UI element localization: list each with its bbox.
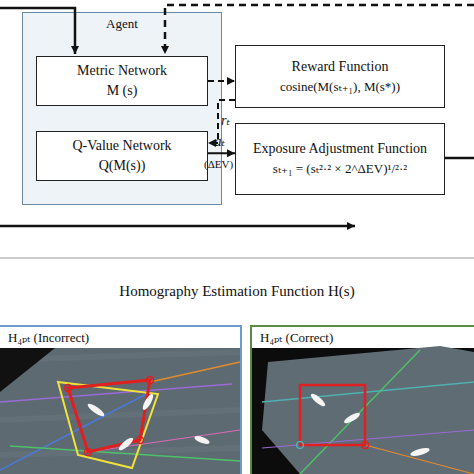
image-panel: H₄ₚₜ (Incorrect) (0, 325, 242, 474)
edge-label: aₜ (215, 134, 225, 149)
output-line (445, 157, 474, 160)
feedback-line (0, 225, 355, 228)
warped-image (262, 346, 474, 474)
boat (309, 392, 430, 458)
water-texture (0, 352, 240, 455)
process-box: Q-Value NetworkQ(M(s)) (36, 131, 208, 181)
function-box: Reward Function cosine(M(sₜ₊₁), M(s*)) (235, 45, 445, 108)
agent-group: AgentMetric NetworkM (s)Q-Value NetworkQ… (22, 12, 222, 205)
image-panel: H₄ₚₜ (Correct) (250, 325, 474, 474)
node-title: Exposure Adjustment Function (253, 141, 427, 158)
separator-line (0, 258, 474, 259)
node-formula: cosine(M(sₜ₊₁), M(s*)) (280, 79, 400, 95)
aerial-image (0, 348, 240, 474)
node-title: Agent (106, 16, 138, 32)
node-formula: Q(M(s)) (99, 158, 146, 175)
node-title: Reward Function (292, 59, 389, 76)
process-box: Metric Network M (s) (36, 56, 208, 106)
node-title: Metric Network (77, 63, 167, 80)
black-border (0, 348, 55, 392)
correspondence-lines (0, 362, 240, 470)
section-heading: Homography Estimation Function H(s) (0, 283, 474, 300)
edge-label: rₜ (221, 113, 230, 128)
edge-note: (ΔEV) (204, 158, 244, 170)
node-title: H₄ₚₜ (Incorrect) (8, 330, 89, 346)
node-formula: M (s) (107, 83, 138, 100)
function-box: Exposure Adjustment Function sₜ₊₁ = (sₜ²·… (235, 123, 445, 195)
node-formula: sₜ₊₁ = (sₜ²·² × 2^ΔEV)¹/²·² (273, 161, 407, 177)
node-title: Q-Value Network (72, 138, 171, 155)
node-title: H₄ₚₜ (Correct) (260, 330, 333, 346)
boat (86, 393, 210, 452)
correspondence-lines (262, 350, 474, 474)
